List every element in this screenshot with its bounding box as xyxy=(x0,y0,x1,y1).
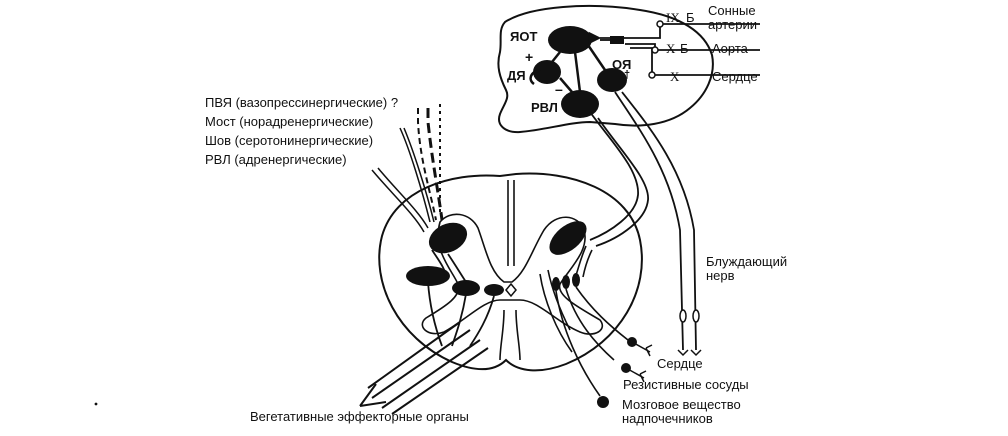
left-dorsal-horn-cells xyxy=(428,222,468,254)
label-yot: ЯОТ xyxy=(510,29,538,44)
adrenal-terminal xyxy=(597,396,609,408)
afferent-nerve-3: X xyxy=(670,69,680,84)
label-resistive-vessels: Резистивные сосуды xyxy=(623,377,749,392)
medulla-connections xyxy=(529,44,607,93)
afferent-terminal-2 xyxy=(651,46,659,54)
right-preganglionic-neurons xyxy=(552,273,580,291)
afferent-target-3: Сердце xyxy=(712,69,758,84)
vagus-endings xyxy=(677,349,702,357)
left-spinal-fibers xyxy=(427,249,495,347)
outflow-arrow xyxy=(359,321,489,415)
afferent-target-2: Аорта xyxy=(712,41,748,56)
label-vagus-nerve-text: Блуждающий нерв xyxy=(706,254,788,283)
nucleus-rvl xyxy=(561,90,599,118)
descending-label-pvya: ПВЯ (вазопрессинергические) ? xyxy=(205,95,399,110)
afferent-entry-block xyxy=(610,36,624,44)
right-spinal-fibers xyxy=(539,245,629,397)
afferent-mark-1: Б xyxy=(686,10,695,25)
afferent-target-1: Сонные артерии xyxy=(708,4,788,32)
sign-plus: + xyxy=(525,49,534,65)
sign-dagger: † xyxy=(624,69,631,81)
sign-minus: – xyxy=(555,81,563,97)
rvl-descending-axon-2 xyxy=(595,117,649,247)
intermediolateral-cells xyxy=(452,280,480,296)
central-cells xyxy=(484,284,504,296)
label-rvl: РВЛ xyxy=(531,100,558,115)
label-effector-organs: Вегетативные эффекторные органы xyxy=(250,409,469,424)
terminal-endings xyxy=(625,341,653,383)
stray-mark xyxy=(94,402,98,406)
afferent-terminal-1 xyxy=(656,20,664,28)
vagus-fibers xyxy=(614,91,697,351)
right-dorsal-horn-cells xyxy=(549,221,587,255)
spinal-cord-outline xyxy=(378,172,643,372)
afferent-nerve-2: X xyxy=(666,41,676,56)
grey-matter xyxy=(421,213,604,335)
left-lateral-horn-cells xyxy=(406,266,450,286)
rvl-descending-axon xyxy=(589,111,639,241)
nucleus-yot xyxy=(548,26,592,54)
ventral-fissure xyxy=(499,309,521,361)
descending-fibers xyxy=(371,104,444,233)
afferent-target-1-text: Сонные артерии xyxy=(708,3,757,32)
label-adrenal-medulla-text: Мозговое вещество надпочечников xyxy=(622,397,741,426)
afferent-terminal-3 xyxy=(648,71,656,79)
medulla-outline xyxy=(497,5,714,134)
nucleus-dya xyxy=(533,60,561,84)
label-oya: ОЯ xyxy=(612,57,632,72)
label-vagus-nerve: Блуждающий нерв xyxy=(706,255,806,283)
descending-label-raphe: Шов (серотонинергические) xyxy=(205,133,374,148)
afferent-nerve-1: IX xyxy=(666,10,680,25)
vagus-ganglia xyxy=(679,309,700,323)
descending-label-rvl: РВЛ (адренергические) xyxy=(205,152,347,167)
label-dya: ДЯ xyxy=(507,68,526,83)
nucleus-oya xyxy=(597,68,627,92)
central-canal xyxy=(505,282,517,298)
label-heart: Сердце xyxy=(657,356,703,371)
afferent-mark-2: Б xyxy=(680,41,689,56)
descending-label-pons: Мост (норадренергические) xyxy=(205,114,374,129)
label-adrenal-medulla: Мозговое вещество надпочечников xyxy=(622,398,762,426)
